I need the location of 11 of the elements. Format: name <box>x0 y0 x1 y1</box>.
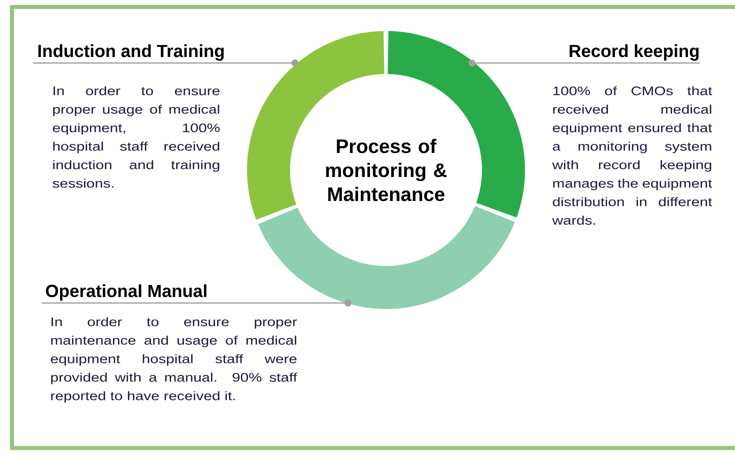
center-title: Process of monitoring & Maintenance <box>326 138 447 202</box>
description-text: 100% of CMOs that received medical equipment ensured that a monitoring system with record keeping manages the equipment distribution in different wards. <box>552 86 712 225</box>
leader-line <box>33 60 298 66</box>
leader-line <box>468 60 700 66</box>
section-heading: Record keeping <box>570 44 699 61</box>
ring-segment <box>258 206 515 309</box>
section-heading: Operational Manual <box>46 284 206 301</box>
description-text: In order to ensure proper maintenance and usage of medical equipment hospital staff were provided with a manual. 90% staff reported to have received it. <box>50 317 298 403</box>
section-heading: Induction and Training <box>38 44 224 61</box>
leader-line <box>42 300 352 306</box>
description-text: In order to ensure proper usage of medical equipment, 100% hospital staff received induction and training sessions. <box>52 86 220 188</box>
